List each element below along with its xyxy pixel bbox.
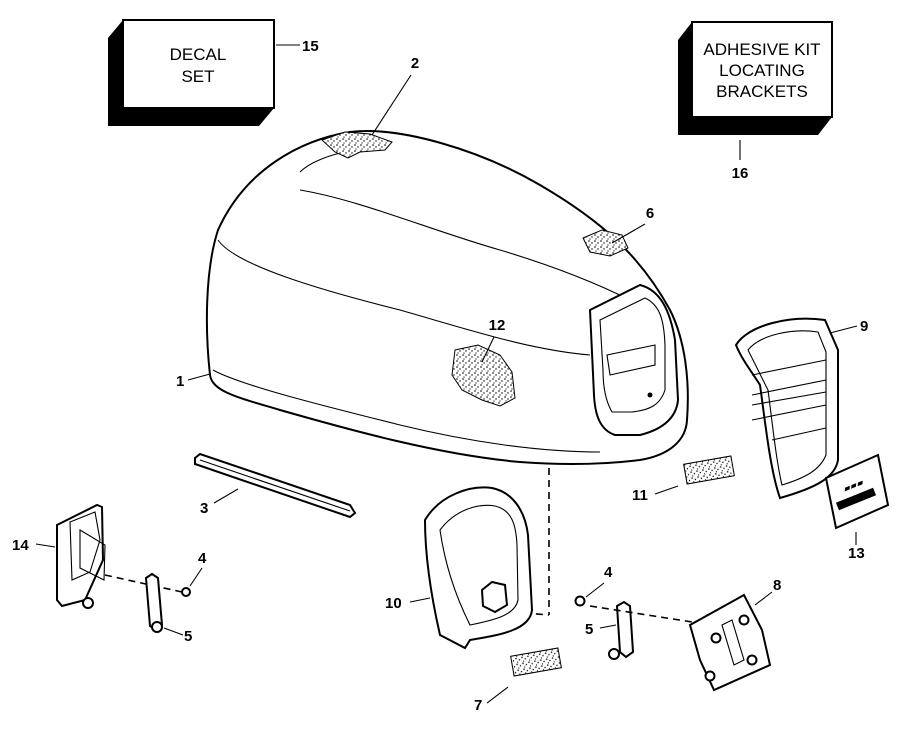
- decal-plate: ▰▰▰: [824, 453, 890, 530]
- callout-11: 11: [632, 487, 648, 504]
- callout-10: 10: [385, 595, 402, 612]
- callout-5b: 5: [585, 621, 593, 638]
- callout-5a: 5: [184, 628, 192, 645]
- callout-9: 9: [860, 318, 868, 335]
- adhesive-kit-label-line2: LOCATING: [719, 61, 805, 80]
- rear-cover: [423, 486, 534, 650]
- callout-13: 13: [848, 545, 865, 562]
- right-screw: [574, 595, 586, 607]
- decal-set-box: DECAL SET: [108, 19, 275, 126]
- callout-3: 3: [200, 500, 208, 517]
- callout-12: 12: [489, 317, 506, 334]
- right-clip: [608, 600, 635, 660]
- callout-14: 14: [12, 537, 29, 554]
- seal-strip: [194, 452, 357, 519]
- callout-8: 8: [773, 577, 781, 594]
- callout-1: 1: [176, 373, 184, 390]
- callout-15: 15: [302, 38, 319, 55]
- left-clip: [144, 572, 164, 633]
- callout-7: 7: [474, 697, 482, 714]
- motor-cover: [205, 130, 689, 466]
- callout-16: 16: [732, 165, 749, 182]
- callout-2: 2: [411, 55, 419, 72]
- adhesive-kit-box: ADHESIVE KIT LOCATING BRACKETS: [678, 21, 833, 135]
- air-intake-grille: [734, 317, 839, 500]
- side-mount-bracket: [56, 503, 106, 609]
- adhesive-kit-label-line1: ADHESIVE KIT: [703, 40, 820, 59]
- left-screw: [181, 587, 191, 597]
- adhesive-kit-label-line3: BRACKETS: [716, 82, 808, 101]
- callout-4a: 4: [198, 550, 207, 567]
- decal-set-label-line2: SET: [181, 67, 214, 86]
- callout-4b: 4: [604, 564, 613, 581]
- mounting-plate: [688, 593, 772, 692]
- decal-set-label-line1: DECAL: [170, 45, 227, 64]
- callout-6: 6: [646, 205, 654, 222]
